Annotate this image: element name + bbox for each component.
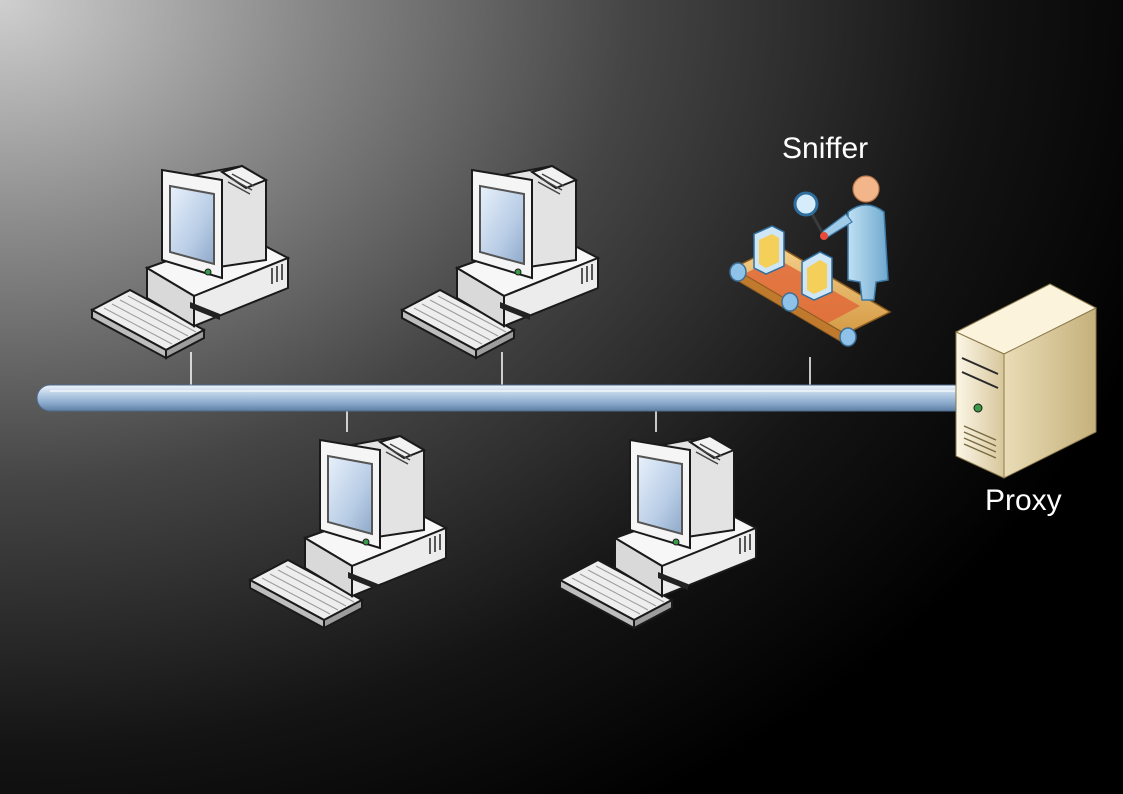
server-icon — [954, 283, 1098, 479]
workstation-icon — [249, 435, 447, 629]
sniffer-label: Sniffer — [782, 132, 869, 165]
workstation-3 — [249, 435, 447, 629]
workstation-icon — [91, 165, 289, 359]
network-bus — [36, 384, 968, 412]
workstation-2 — [401, 165, 599, 359]
workstation-4 — [559, 435, 757, 629]
workstation-1 — [91, 165, 289, 359]
connection-lines — [190, 352, 811, 432]
workstation-icon — [559, 435, 757, 629]
proxy-label: Proxy — [985, 484, 1062, 517]
sniffer-person-icon — [729, 175, 892, 347]
workstation-icon — [401, 165, 599, 359]
